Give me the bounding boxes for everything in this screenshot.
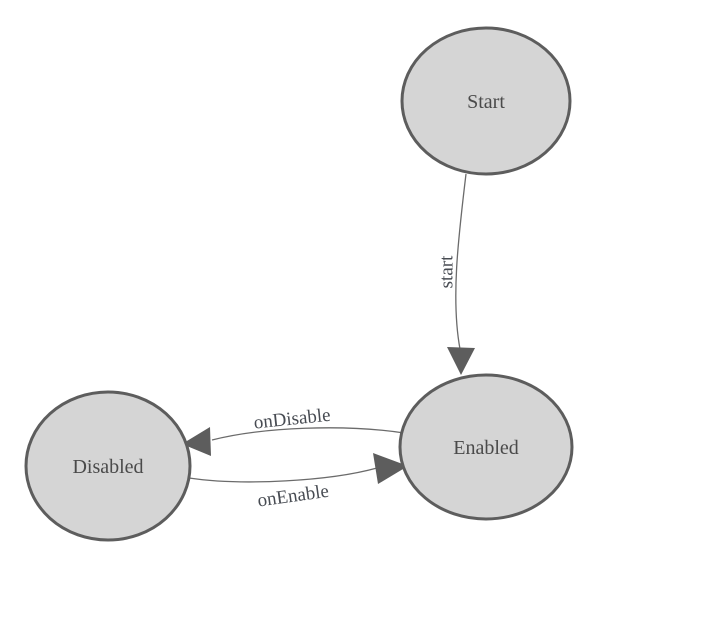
edge-enabled-to-disabled: onDisable [182, 405, 405, 456]
state-node-start-shape[interactable] [400, 26, 572, 176]
state-node-start-label: Start [467, 91, 505, 113]
edge-disabled-to-enabled-arrowhead-icon [373, 453, 408, 484]
state-node-disabled[interactable]: Disabled [24, 390, 192, 542]
edge-enabled-to-disabled-path [211, 427, 405, 441]
edge-label-onenable: onEnable [256, 481, 330, 512]
state-node-enabled-label: Enabled [453, 437, 519, 459]
edge-disabled-to-enabled: onEnable [188, 453, 408, 512]
edge-label-ondisable: onDisable [253, 405, 332, 434]
edge-start-to-enabled: start [437, 173, 475, 375]
state-node-enabled[interactable]: Enabled [398, 373, 574, 521]
edge-disabled-to-enabled-path [188, 467, 378, 483]
state-node-disabled-label: Disabled [72, 456, 143, 478]
state-node-enabled-shape[interactable] [398, 373, 574, 521]
state-node-disabled-shape[interactable] [24, 390, 192, 542]
edge-start-to-enabled-path [455, 173, 467, 350]
edge-enabled-to-disabled-arrowhead-icon [182, 427, 211, 456]
state-node-start[interactable]: Start [400, 26, 572, 176]
edge-label-start: start [437, 255, 458, 288]
edge-start-to-enabled-arrowhead-icon [447, 347, 475, 375]
